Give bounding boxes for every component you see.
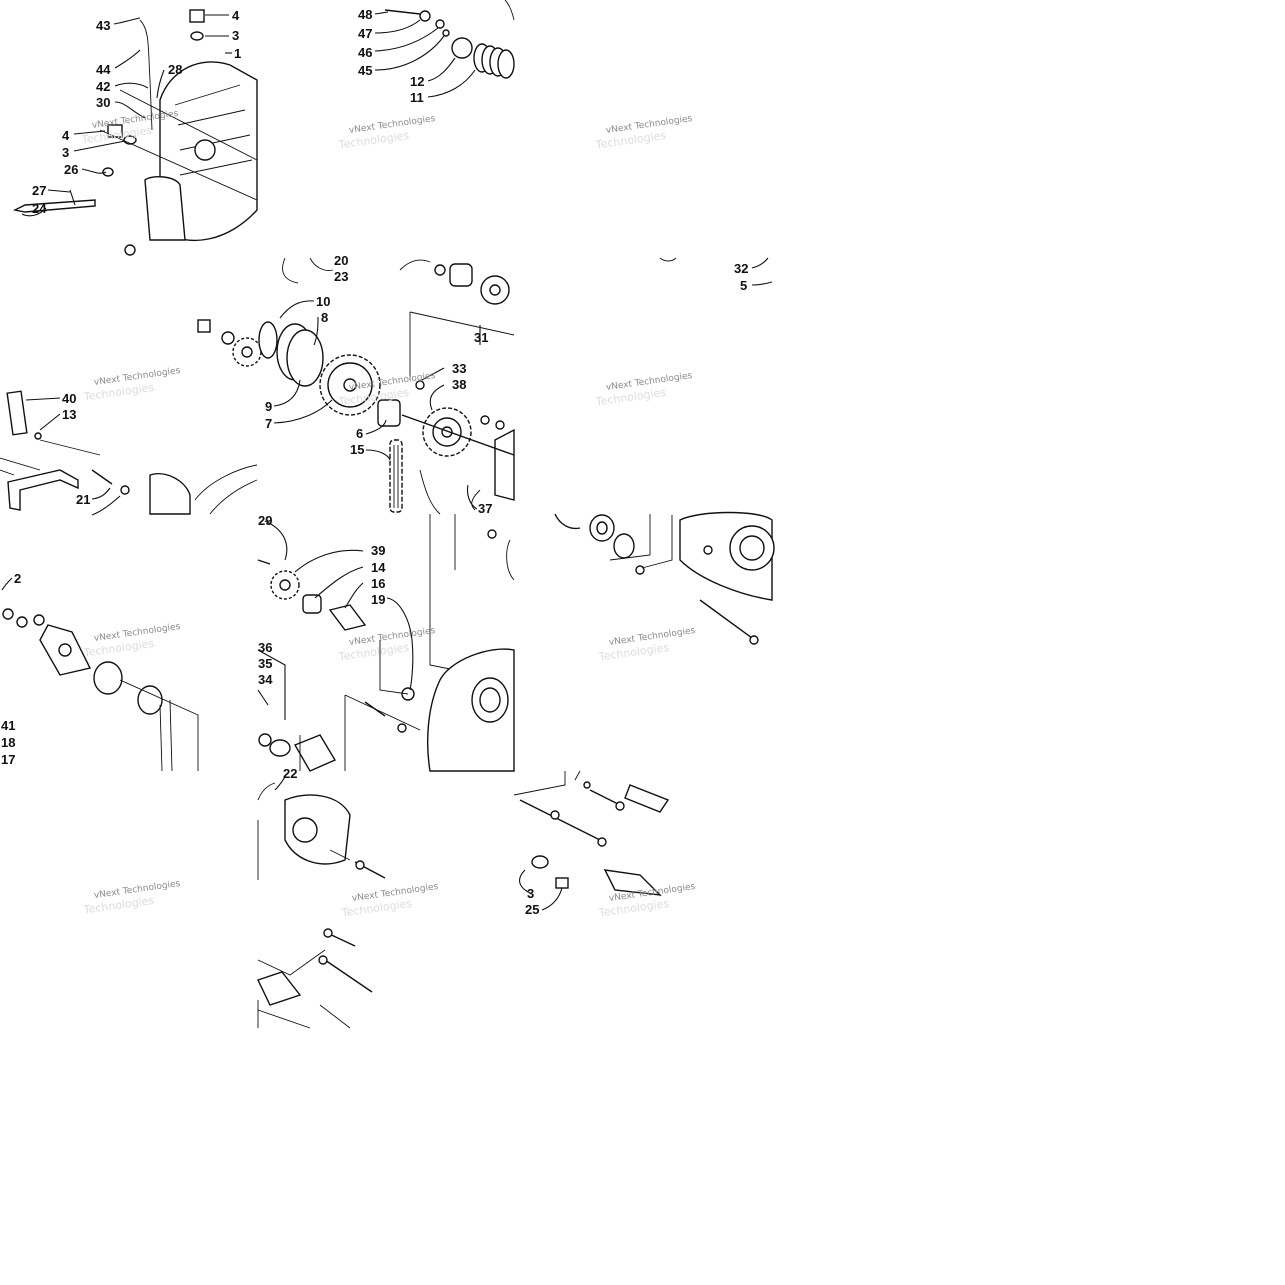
callout-13: 13 <box>62 407 76 422</box>
callout-18: 18 <box>1 735 15 750</box>
callout-33: 33 <box>452 361 466 376</box>
callout-3c: 3 <box>527 886 534 901</box>
callout-10: 10 <box>316 294 330 309</box>
callout-30: 30 <box>96 95 110 110</box>
callout-43: 43 <box>96 18 110 33</box>
callout-5: 5 <box>740 278 747 293</box>
callout-24: 24 <box>32 201 47 216</box>
callout-39: 39 <box>371 543 385 558</box>
callout-12: 12 <box>410 74 424 89</box>
callout-32: 32 <box>734 261 748 276</box>
watermark: vNext Technologies Technologies <box>594 114 693 152</box>
callout-48: 48 <box>358 7 372 22</box>
callout-44: 44 <box>96 62 111 77</box>
callout-29: 29 <box>258 513 272 528</box>
watermark: vNext Technologies Technologies <box>597 626 696 664</box>
watermark: vNext Technologies Technologies <box>340 882 439 920</box>
callout-labels: 43 4 3 1 44 28 42 30 4 3 26 27 24 48 47 … <box>1 7 748 917</box>
gear-driven-part <box>422 407 472 457</box>
callout-7: 7 <box>265 416 272 431</box>
tile-driveshaft <box>513 770 670 911</box>
tile-clutch-springs <box>374 0 515 98</box>
tile-brake-assembly <box>257 776 386 1029</box>
callout-9: 9 <box>265 399 272 414</box>
callout-16: 16 <box>371 576 385 591</box>
callout-4b: 4 <box>62 128 70 143</box>
pinion-part <box>377 399 401 427</box>
callout-2: 2 <box>14 571 21 586</box>
tile-bracket <box>0 390 258 516</box>
callout-6: 6 <box>356 426 363 441</box>
callout-3b: 3 <box>62 145 69 160</box>
bearing-part <box>93 661 123 695</box>
cover-seal-part <box>194 139 216 161</box>
tile-chaincase-cover <box>12 9 258 256</box>
bracket-plate-part <box>6 390 28 436</box>
gear-large-part <box>319 354 381 416</box>
tile-gears-chain <box>197 257 515 515</box>
callout-37: 37 <box>478 501 492 516</box>
callout-23: 23 <box>334 269 348 284</box>
watermark: vNext Technologies Technologies <box>82 622 181 660</box>
callout-4: 4 <box>232 8 240 23</box>
callout-31: 31 <box>474 330 488 345</box>
watermark: vNext Technologies Technologies <box>337 626 436 664</box>
sprocket-small-part <box>480 275 510 305</box>
callout-14: 14 <box>371 560 386 575</box>
driveshaft-spline-part <box>603 869 662 896</box>
callout-26: 26 <box>64 162 78 177</box>
tile-bearing-housing <box>1 577 199 772</box>
watermark: vNext Technologies Technologies <box>82 366 181 404</box>
callout-38: 38 <box>452 377 466 392</box>
callout-15: 15 <box>350 442 364 457</box>
callout-20: 20 <box>334 253 348 268</box>
sprocket-reverse-part <box>270 570 300 600</box>
callout-11: 11 <box>410 90 424 105</box>
callout-45: 45 <box>358 63 372 78</box>
callout-19: 19 <box>371 592 385 607</box>
callout-1: 1 <box>234 46 241 61</box>
callout-40: 40 <box>62 391 76 406</box>
callout-25: 25 <box>525 902 539 917</box>
callout-41: 41 <box>1 718 15 733</box>
spring-part <box>473 43 515 79</box>
callout-47: 47 <box>358 26 372 41</box>
tile-right-housing <box>554 511 775 645</box>
watermark: vNext Technologies Technologies <box>594 371 693 409</box>
shaft-part <box>12 199 96 213</box>
shaft-end-part <box>624 784 670 813</box>
sprocket-drive-part <box>232 337 262 367</box>
spring-cup-part <box>451 37 473 59</box>
callout-17: 17 <box>1 752 15 767</box>
callout-46: 46 <box>358 45 372 60</box>
callout-36: 36 <box>258 640 272 655</box>
watermark: vNext Technologies Technologies <box>82 879 181 917</box>
tile-chaincase-housing <box>257 514 515 772</box>
callout-27: 27 <box>32 183 46 198</box>
callout-21: 21 <box>76 492 90 507</box>
callout-35: 35 <box>258 656 272 671</box>
callout-3: 3 <box>232 28 239 43</box>
callout-22: 22 <box>283 766 297 781</box>
tile-right-edge <box>659 257 773 286</box>
callout-34: 34 <box>258 672 273 687</box>
callout-28: 28 <box>168 62 182 77</box>
watermark: vNext Technologies Technologies <box>337 114 436 152</box>
callout-42: 42 <box>96 79 110 94</box>
callout-8: 8 <box>321 310 328 325</box>
chain-part <box>389 439 403 513</box>
